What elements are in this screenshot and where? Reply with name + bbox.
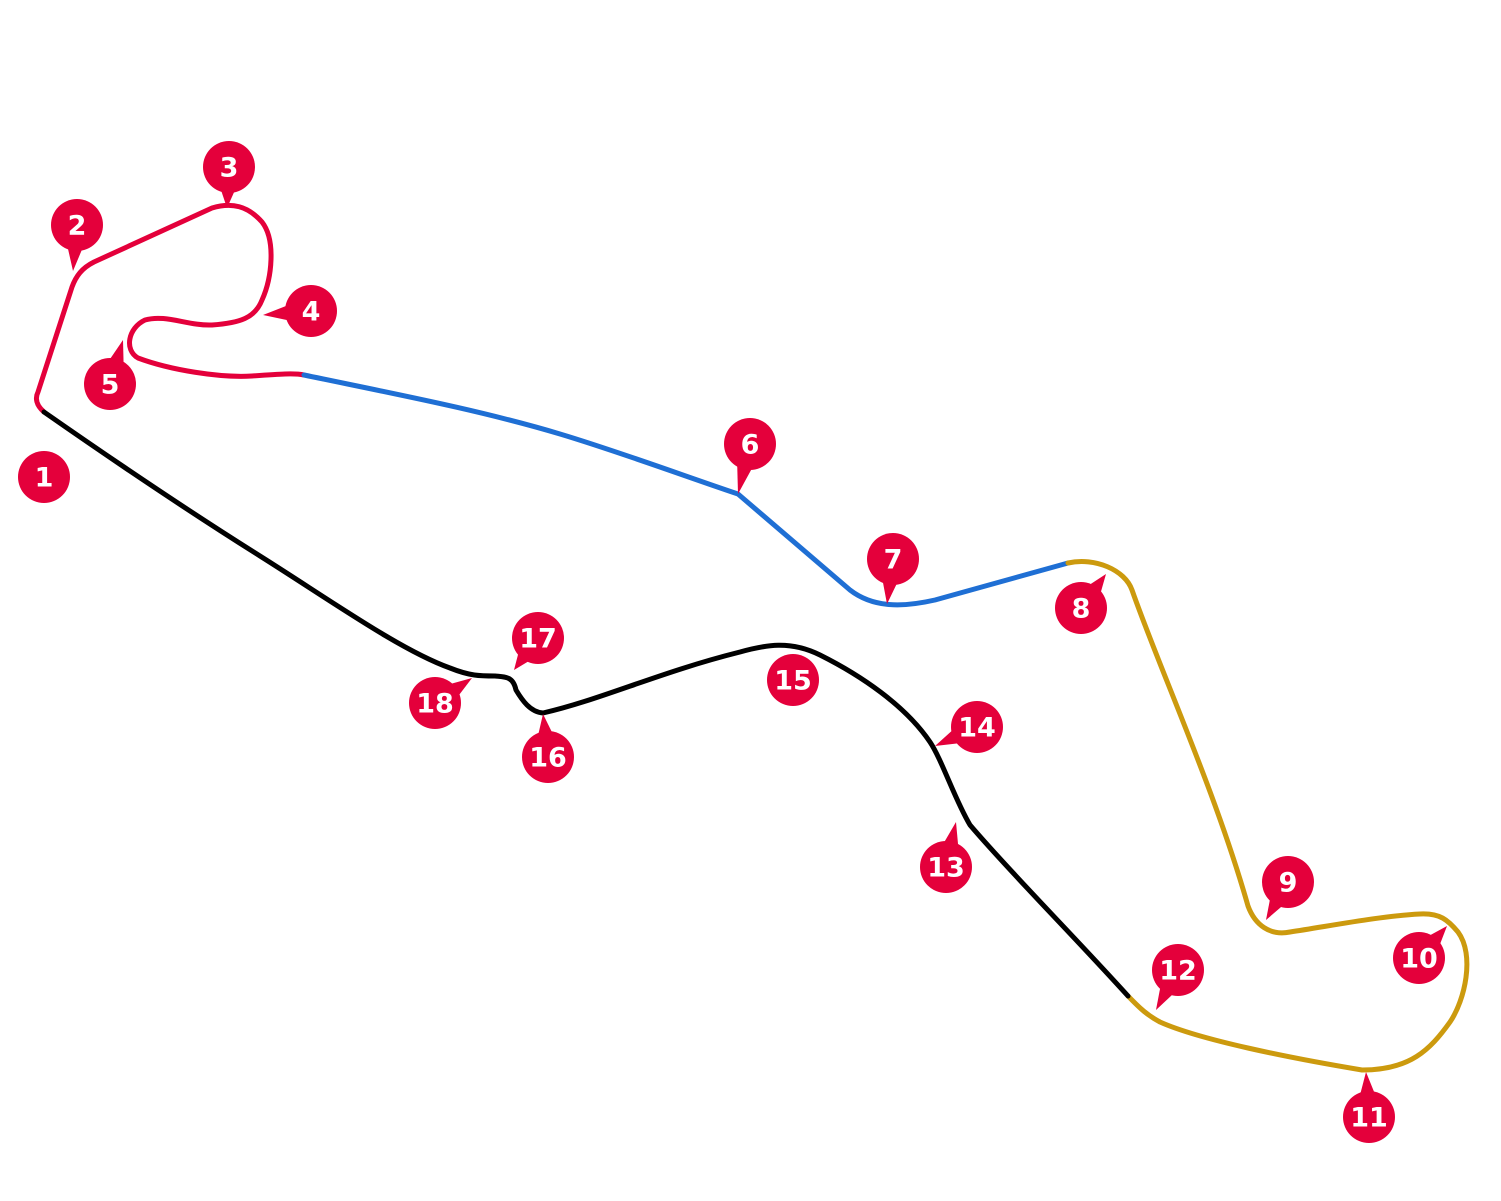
turn-marker-5: 5 <box>84 340 136 410</box>
turn-number: 5 <box>101 370 120 401</box>
turn-number: 12 <box>1159 956 1197 987</box>
turn-marker-11: 11 <box>1343 1072 1395 1143</box>
turn-number: 4 <box>302 297 321 328</box>
turn-badge <box>51 199 103 251</box>
turn-badge <box>18 451 70 503</box>
turn-number: 10 <box>1400 944 1438 975</box>
turn-marker-16: 16 <box>522 714 574 783</box>
turn-badge <box>867 533 919 585</box>
turn-number: 15 <box>774 666 812 697</box>
track-sector-2 <box>301 372 1071 608</box>
turn-badge <box>920 841 972 893</box>
turn-badge <box>522 731 574 783</box>
turn-number: 13 <box>927 853 965 884</box>
turn-badge <box>1262 856 1314 908</box>
turn-badge <box>951 701 1003 753</box>
turn-number: 6 <box>741 430 760 461</box>
turn-number: 8 <box>1072 594 1091 625</box>
turn-badge <box>84 358 136 410</box>
turn-badge <box>1055 582 1107 634</box>
turn-badge <box>724 418 776 470</box>
turn-badge <box>767 654 819 706</box>
turn-marker-2: 2 <box>51 199 103 271</box>
track-sector-3 <box>1065 559 1470 1073</box>
turn-marker-7: 7 <box>867 533 919 604</box>
turn-number: 17 <box>519 624 557 655</box>
turn-marker-4: 4 <box>263 285 337 337</box>
turn-number: 16 <box>529 743 567 774</box>
turn-number: 14 <box>958 713 996 744</box>
turn-badge <box>1343 1091 1395 1143</box>
turn-marker-15: 15 <box>767 654 819 706</box>
turn-badge <box>285 285 337 337</box>
track-sector-4 <box>41 409 1131 999</box>
turn-marker-3: 3 <box>203 141 255 208</box>
turn-number: 18 <box>416 689 454 720</box>
turn-badge <box>409 677 461 729</box>
turn-marker-8: 8 <box>1055 574 1107 634</box>
turn-marker-18: 18 <box>409 677 472 729</box>
turn-marker-17: 17 <box>512 612 564 670</box>
turn-number: 11 <box>1350 1103 1388 1134</box>
turn-badge <box>512 612 564 664</box>
turn-number: 3 <box>220 153 239 184</box>
turn-marker-12: 12 <box>1152 944 1204 1010</box>
turn-marker-14: 14 <box>935 701 1003 753</box>
turn-marker-1: 1 <box>18 451 70 503</box>
turn-number: 1 <box>35 463 54 494</box>
track-sector-1 <box>33 202 307 415</box>
turn-number: 9 <box>1279 868 1298 899</box>
turn-number: 2 <box>68 211 87 242</box>
turn-marker-9: 9 <box>1262 856 1314 920</box>
turn-number: 7 <box>884 545 903 576</box>
turn-badge <box>1152 944 1204 996</box>
turn-marker-10: 10 <box>1393 926 1447 984</box>
turn-badge <box>1393 932 1445 984</box>
turn-marker-13: 13 <box>920 822 972 893</box>
turn-badge <box>203 141 255 193</box>
turn-marker-6: 6 <box>724 418 776 494</box>
